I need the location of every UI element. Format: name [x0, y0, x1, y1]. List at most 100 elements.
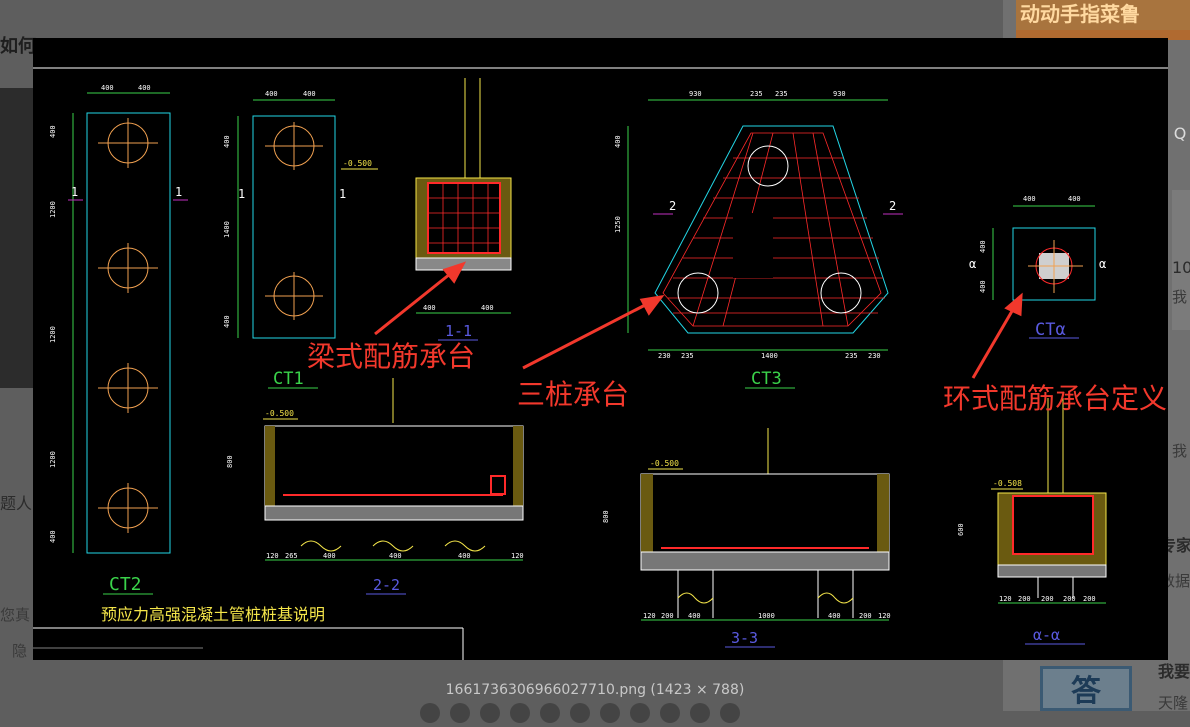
ad-banner-strip: [1016, 30, 1190, 40]
svg-text:400: 400: [979, 240, 987, 253]
section-1-1: -0.500 400 400 1-1: [341, 78, 512, 341]
svg-text:265: 265: [285, 552, 298, 560]
page-title: 如何: [0, 36, 36, 57]
svg-text:1: 1: [175, 185, 182, 199]
svg-text:400: 400: [481, 304, 494, 312]
side-item-7: 天隆: [1158, 694, 1189, 712]
annotation-beam-cap: 梁式配筋承台: [307, 340, 476, 373]
side-item-2: 我: [1172, 288, 1188, 306]
thumbnail[interactable]: [0, 88, 33, 388]
svg-text:1200: 1200: [49, 326, 57, 343]
svg-text:-0.500: -0.500: [265, 409, 294, 418]
pager-dot[interactable]: [450, 703, 470, 723]
svg-text:235: 235: [750, 90, 763, 98]
svg-text:120: 120: [999, 595, 1012, 603]
svg-text:400: 400: [323, 552, 336, 560]
svg-text:400: 400: [979, 280, 987, 293]
pager-dot[interactable]: [690, 703, 710, 723]
svg-text:235: 235: [845, 352, 858, 360]
pager-dots[interactable]: [420, 703, 750, 727]
pager-dot[interactable]: [540, 703, 560, 723]
svg-text:CT2: CT2: [109, 574, 142, 595]
svg-text:400: 400: [458, 552, 471, 560]
svg-text:930: 930: [833, 90, 846, 98]
pager-dot[interactable]: [480, 703, 500, 723]
pager-dot[interactable]: [660, 703, 680, 723]
pager-dot[interactable]: [720, 703, 740, 723]
svg-text:1200: 1200: [49, 201, 57, 218]
svg-text:400: 400: [688, 612, 701, 620]
svg-text:400: 400: [1068, 195, 1081, 203]
svg-text:200: 200: [661, 612, 674, 620]
svg-text:1: 1: [71, 185, 78, 199]
svg-text:400: 400: [389, 552, 402, 560]
answer-badge[interactable]: 答: [1040, 666, 1132, 711]
svg-text:400: 400: [49, 530, 57, 543]
section-3-3: -0.500 120 200 400 1000 400 200 120 800 …: [602, 428, 891, 648]
svg-text:1200: 1200: [49, 451, 57, 468]
svg-text:1400: 1400: [223, 221, 231, 238]
svg-text:400: 400: [101, 84, 114, 92]
svg-text:CT1: CT1: [273, 369, 304, 389]
svg-text:α: α: [1099, 257, 1106, 271]
cta-plan: 400 400 400 400 α α CTα: [969, 195, 1106, 340]
svg-text:α: α: [969, 257, 976, 271]
side-item-1: 10: [1172, 258, 1190, 277]
svg-text:400: 400: [138, 84, 151, 92]
svg-text:400: 400: [423, 304, 436, 312]
side-item-6: 我要: [1158, 662, 1190, 681]
svg-text:120: 120: [643, 612, 656, 620]
annotation-three-pile-cap: 三桩承台: [517, 378, 630, 411]
cad-drawing: 400 400 400 1200 1200 1200 400 1 1 CT2 预…: [33, 67, 1168, 660]
image-viewer[interactable]: 400 400 400 1200 1200 1200 400 1 1 CT2 预…: [33, 38, 1168, 660]
svg-text:1-1: 1-1: [445, 322, 472, 340]
pager-dot[interactable]: [600, 703, 620, 723]
svg-text:800: 800: [602, 510, 610, 523]
svg-text:400: 400: [1023, 195, 1036, 203]
side-item-3: 我: [1172, 442, 1188, 460]
svg-text:400: 400: [49, 125, 57, 138]
annotation-arrows: [374, 261, 1023, 379]
section-2-2: -0.500 120 265 400 400 400 120 800 2-2: [226, 378, 524, 595]
svg-text:1: 1: [339, 187, 346, 201]
side-panel: [1172, 190, 1190, 330]
svg-text:1: 1: [238, 187, 245, 201]
svg-text:1000: 1000: [758, 612, 775, 620]
svg-text:800: 800: [226, 455, 234, 468]
svg-text:120: 120: [266, 552, 279, 560]
svg-text:200: 200: [859, 612, 872, 620]
left-text-1: 题人: [0, 494, 33, 513]
svg-text:230: 230: [658, 352, 671, 360]
svg-text:α-α: α-α: [1033, 626, 1060, 644]
pager-dot[interactable]: [630, 703, 650, 723]
svg-text:120: 120: [511, 552, 524, 560]
ct1-plan: 400 400 400 1400 400 1 1 CT1: [223, 90, 346, 389]
svg-text:400: 400: [223, 135, 231, 148]
pager-dot[interactable]: [420, 703, 440, 723]
svg-text:400: 400: [223, 315, 231, 328]
svg-text:-0.508: -0.508: [993, 479, 1022, 488]
svg-text:200: 200: [1083, 595, 1096, 603]
image-caption: 1661736306966027710.png (1423 × 788): [445, 682, 745, 698]
annotation-ring-cap: 环式配筋承台定义: [943, 382, 1168, 415]
svg-text:400: 400: [828, 612, 841, 620]
svg-text:930: 930: [689, 90, 702, 98]
section-a-a: -0.508 120 200 200 200 200 600 α-α: [957, 398, 1107, 645]
svg-text:200: 200: [1018, 595, 1031, 603]
svg-text:600: 600: [957, 523, 965, 536]
svg-text:400: 400: [265, 90, 278, 98]
pager-dot[interactable]: [510, 703, 530, 723]
zoom-icon[interactable]: Q: [1173, 124, 1187, 143]
left-text-2: 您真: [0, 606, 31, 624]
svg-text:230: 230: [868, 352, 881, 360]
svg-text:1400: 1400: [761, 352, 778, 360]
svg-text:-0.500: -0.500: [650, 459, 679, 468]
svg-text:400: 400: [614, 135, 622, 148]
ad-banner[interactable]: 动动手指菜鲁: [1016, 0, 1190, 30]
svg-text:200: 200: [1041, 595, 1054, 603]
svg-text:235: 235: [681, 352, 694, 360]
svg-text:235: 235: [775, 90, 788, 98]
svg-text:400: 400: [303, 90, 316, 98]
svg-text:120: 120: [878, 612, 891, 620]
pager-dot[interactable]: [570, 703, 590, 723]
